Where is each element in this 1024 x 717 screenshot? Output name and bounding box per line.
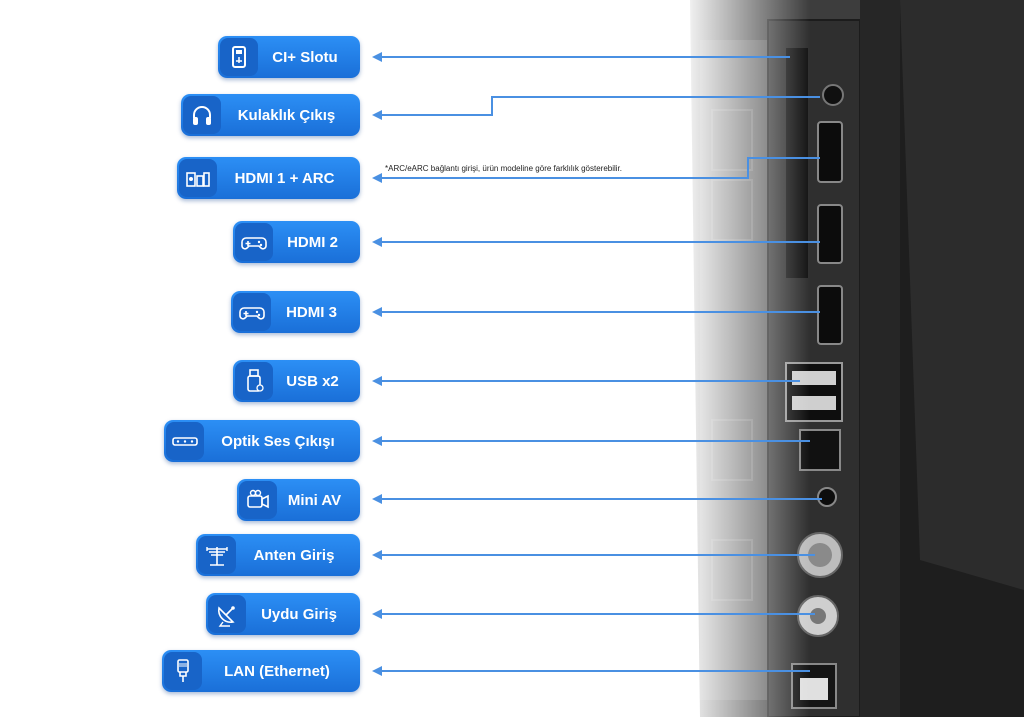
port-label-hdmi2: HDMI 2 xyxy=(233,221,360,263)
port-label-ci-slot: CI+ Slotu xyxy=(218,36,360,78)
port-label-text: Kulaklık Çıkış xyxy=(237,106,336,124)
gamepad-icon xyxy=(233,293,271,331)
ci-card-icon xyxy=(220,38,258,76)
soundbar-icon xyxy=(179,159,217,197)
arc-note: *ARC/eARC bağlantı girişi, ürün modeline… xyxy=(385,164,622,173)
port-label-lan: LAN (Ethernet) xyxy=(162,650,360,692)
headphones-icon xyxy=(183,96,221,134)
port-label-hdmi1-arc: HDMI 1 + ARC xyxy=(177,157,360,199)
optical-bar-icon xyxy=(166,422,204,460)
usb-drive-icon xyxy=(235,362,273,400)
port-label-text: HDMI 3 xyxy=(286,303,337,321)
port-label-usb: USB x2 xyxy=(233,360,360,402)
port-label-text: CI+ Slotu xyxy=(272,48,338,66)
port-label-text: Optik Ses Çıkışı xyxy=(221,432,335,450)
gamepad-icon xyxy=(235,223,273,261)
port-label-text: Anten Giriş xyxy=(253,546,335,564)
port-label-text: LAN (Ethernet) xyxy=(224,662,330,680)
port-label-text: USB x2 xyxy=(286,372,339,390)
line-headphones xyxy=(378,96,820,116)
port-label-text: Mini AV xyxy=(287,491,342,509)
port-label-text: HDMI 2 xyxy=(287,233,338,251)
satellite-dish-icon xyxy=(208,595,246,633)
port-label-antenna: Anten Giriş xyxy=(196,534,360,576)
port-label-satellite: Uydu Giriş xyxy=(206,593,360,635)
line-hdmi1 xyxy=(378,157,820,179)
port-label-text: HDMI 1 + ARC xyxy=(234,169,335,187)
camcorder-icon xyxy=(239,481,277,519)
port-label-optical: Optik Ses Çıkışı xyxy=(164,420,360,462)
antenna-icon xyxy=(198,536,236,574)
port-label-hdmi3: HDMI 3 xyxy=(231,291,360,333)
port-label-text: Uydu Giriş xyxy=(261,605,337,623)
ethernet-plug-icon xyxy=(164,652,202,690)
port-label-mini-av: Mini AV xyxy=(237,479,360,521)
port-label-headphones: Kulaklık Çıkış xyxy=(181,94,360,136)
